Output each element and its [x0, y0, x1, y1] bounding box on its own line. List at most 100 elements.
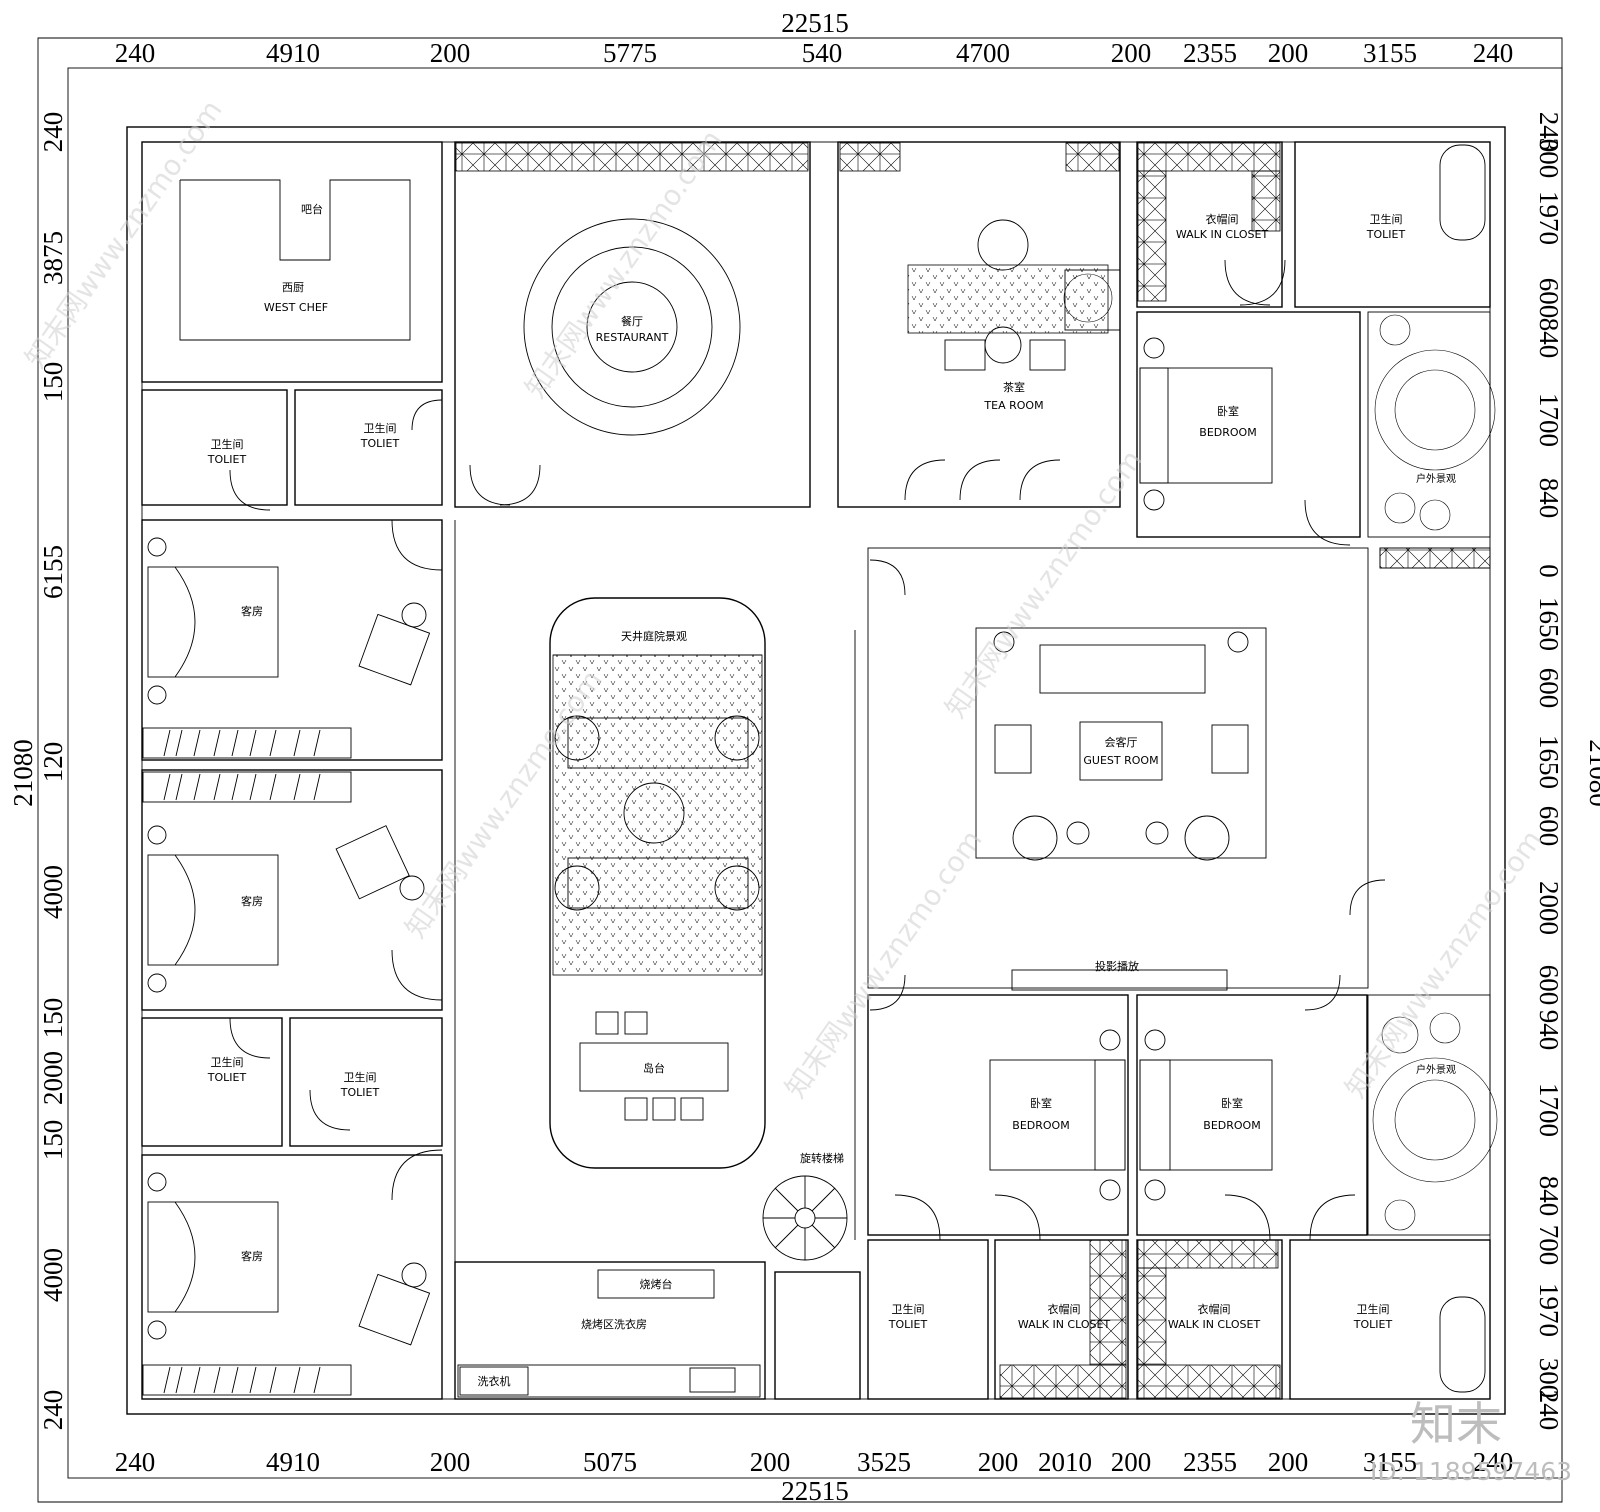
closet-label-cn: 衣帽间	[1198, 1302, 1231, 1316]
toilet-label-en: TOLIET	[888, 1318, 928, 1331]
top-dim: 4910	[266, 38, 320, 68]
toilet-label-en: TOLIET	[207, 1071, 247, 1084]
right-dim: 1700	[1534, 393, 1564, 447]
bbq-laundry-furniture	[457, 1269, 761, 1398]
right-dim: 2000	[1534, 881, 1564, 935]
toilet-label-cn: 卫生间	[344, 1070, 377, 1084]
right-dim: 600	[1534, 668, 1564, 709]
landscape-plants	[1063, 273, 1498, 1231]
closet-label-en: WALK IN CLOSET	[1018, 1318, 1111, 1331]
tea-room-furniture	[907, 219, 1121, 371]
top-dim: 240	[1473, 38, 1514, 68]
right-dim: 1650	[1534, 735, 1564, 789]
closet-label-cn: 衣帽间	[1048, 1302, 1081, 1316]
left-dim: 120	[38, 742, 68, 783]
watermark-text: 知末网www.znzmo.com	[779, 824, 989, 1104]
right-total-dim: 21080	[1584, 739, 1600, 807]
right-dim: 840	[1534, 478, 1564, 519]
right-dim: 240	[1534, 1390, 1564, 1431]
toilet-label-cn: 卫生间	[1357, 1302, 1390, 1316]
bbq-table-label: 烧烤台	[640, 1277, 673, 1291]
closet-label-en: WALK IN CLOSET	[1168, 1318, 1261, 1331]
bottom-total-dim: 22515	[781, 1476, 849, 1506]
outdoor-label: 户外景观	[1416, 472, 1456, 485]
bedroom-label-en: BEDROOM	[1203, 1119, 1260, 1132]
bottom-dim: 200	[430, 1447, 471, 1477]
watermarks: 知末网www.znzmo.com 知末网www.znzmo.com 知末网www…	[19, 94, 1572, 1486]
bottom-dim: 3155	[1363, 1447, 1417, 1477]
bottom-dim: 2355	[1183, 1447, 1237, 1477]
left-dimensions: 21080 240 3875 150 6155 120 4000 150 200…	[8, 112, 68, 1431]
bedroom-label-cn: 卧室	[1221, 1096, 1243, 1110]
right-dim: 940	[1534, 1010, 1564, 1051]
bottom-dim: 5075	[583, 1447, 637, 1477]
right-dim: 1700	[1534, 1083, 1564, 1137]
bottom-dim: 4910	[266, 1447, 320, 1477]
dimension-frame	[37, 37, 1563, 1503]
bar-label: 吧台	[301, 202, 323, 216]
toilet-label-en: TOLIET	[207, 453, 247, 466]
left-dim: 150	[38, 998, 68, 1039]
right-dimensions: 21080 240 300 1970 600 840 1700 840 0 16…	[1534, 112, 1600, 1431]
room-labels: 吧台 西厨 WEST CHEF 卫生间 TOLIET 卫生间 TOLIET 餐厅…	[207, 202, 1456, 1388]
spiral-stair	[762, 1175, 848, 1261]
left-total-dim: 21080	[8, 739, 38, 807]
left-dim: 150	[38, 362, 68, 403]
island-label: 岛台	[643, 1061, 665, 1075]
courtyard	[549, 597, 766, 1169]
bottom-dim: 240	[115, 1447, 156, 1477]
top-dim: 240	[115, 38, 156, 68]
bedroom-label-cn: 卧室	[1030, 1096, 1052, 1110]
dining-table	[523, 218, 741, 436]
top-dim: 200	[430, 38, 471, 68]
doors	[229, 259, 1386, 1241]
tea-room-label-cn: 茶室	[1003, 380, 1025, 394]
toilet-label-cn: 卫生间	[364, 421, 397, 435]
toilet-label-cn: 卫生间	[211, 1055, 244, 1069]
left-dim: 240	[38, 112, 68, 153]
left-dim: 150	[38, 1120, 68, 1161]
guest-hall-label-cn: 会客厅	[1105, 735, 1138, 749]
right-dim: 700	[1534, 1225, 1564, 1266]
id-watermark: ID: 1189597463	[1370, 1457, 1572, 1486]
bottom-dim: 200	[1111, 1447, 1152, 1477]
top-dim: 5775	[603, 38, 657, 68]
top-dim: 2355	[1183, 38, 1237, 68]
right-dim: 300	[1534, 1358, 1564, 1399]
left-dim: 3875	[38, 231, 68, 285]
guest-hall-furniture	[975, 627, 1267, 991]
right-dim: 1650	[1534, 597, 1564, 651]
bbq-laundry-label: 烧烤区洗衣房	[581, 1317, 647, 1331]
top-dim: 3155	[1363, 38, 1417, 68]
bedroom-top-right-furniture	[1139, 337, 1273, 511]
west-chef-label-cn: 西厨	[282, 281, 304, 294]
left-dim: 4000	[38, 865, 68, 919]
guest-room-label: 客房	[241, 1249, 263, 1263]
right-dim: 0	[1534, 564, 1564, 578]
bottom-dim: 200	[1268, 1447, 1309, 1477]
bottom-dim: 2010	[1038, 1447, 1092, 1477]
toilet-label-cn: 卫生间	[892, 1302, 925, 1316]
watermark-text: 知末网www.znzmo.com	[939, 444, 1149, 724]
closet-label-cn: 衣帽间	[1206, 212, 1239, 226]
top-dim: 200	[1268, 38, 1309, 68]
top-dim: 540	[802, 38, 843, 68]
toilet-label-cn: 卫生间	[211, 437, 244, 451]
washer-label: 洗衣机	[478, 1374, 511, 1388]
bedroom-label-cn: 卧室	[1217, 404, 1239, 418]
right-dim: 300	[1534, 138, 1564, 179]
left-dim: 2000	[38, 1051, 68, 1105]
bottom-dim: 200	[750, 1447, 791, 1477]
guest-room-label: 客房	[241, 604, 263, 618]
toilet-label-en: TOLIET	[1366, 228, 1406, 241]
toilet-label-en: TOLIET	[360, 437, 400, 450]
west-chef-label-en: WEST CHEF	[264, 301, 328, 314]
right-dim: 600	[1534, 965, 1564, 1006]
bottom-dim: 3525	[857, 1447, 911, 1477]
tea-room-label-en: TEA ROOM	[983, 399, 1043, 412]
bottom-dim: 200	[978, 1447, 1019, 1477]
watermark-text: 知末网www.znzmo.com	[1339, 824, 1549, 1104]
closet-label-en: WALK IN CLOSET	[1176, 228, 1269, 241]
left-dim: 6155	[38, 545, 68, 599]
